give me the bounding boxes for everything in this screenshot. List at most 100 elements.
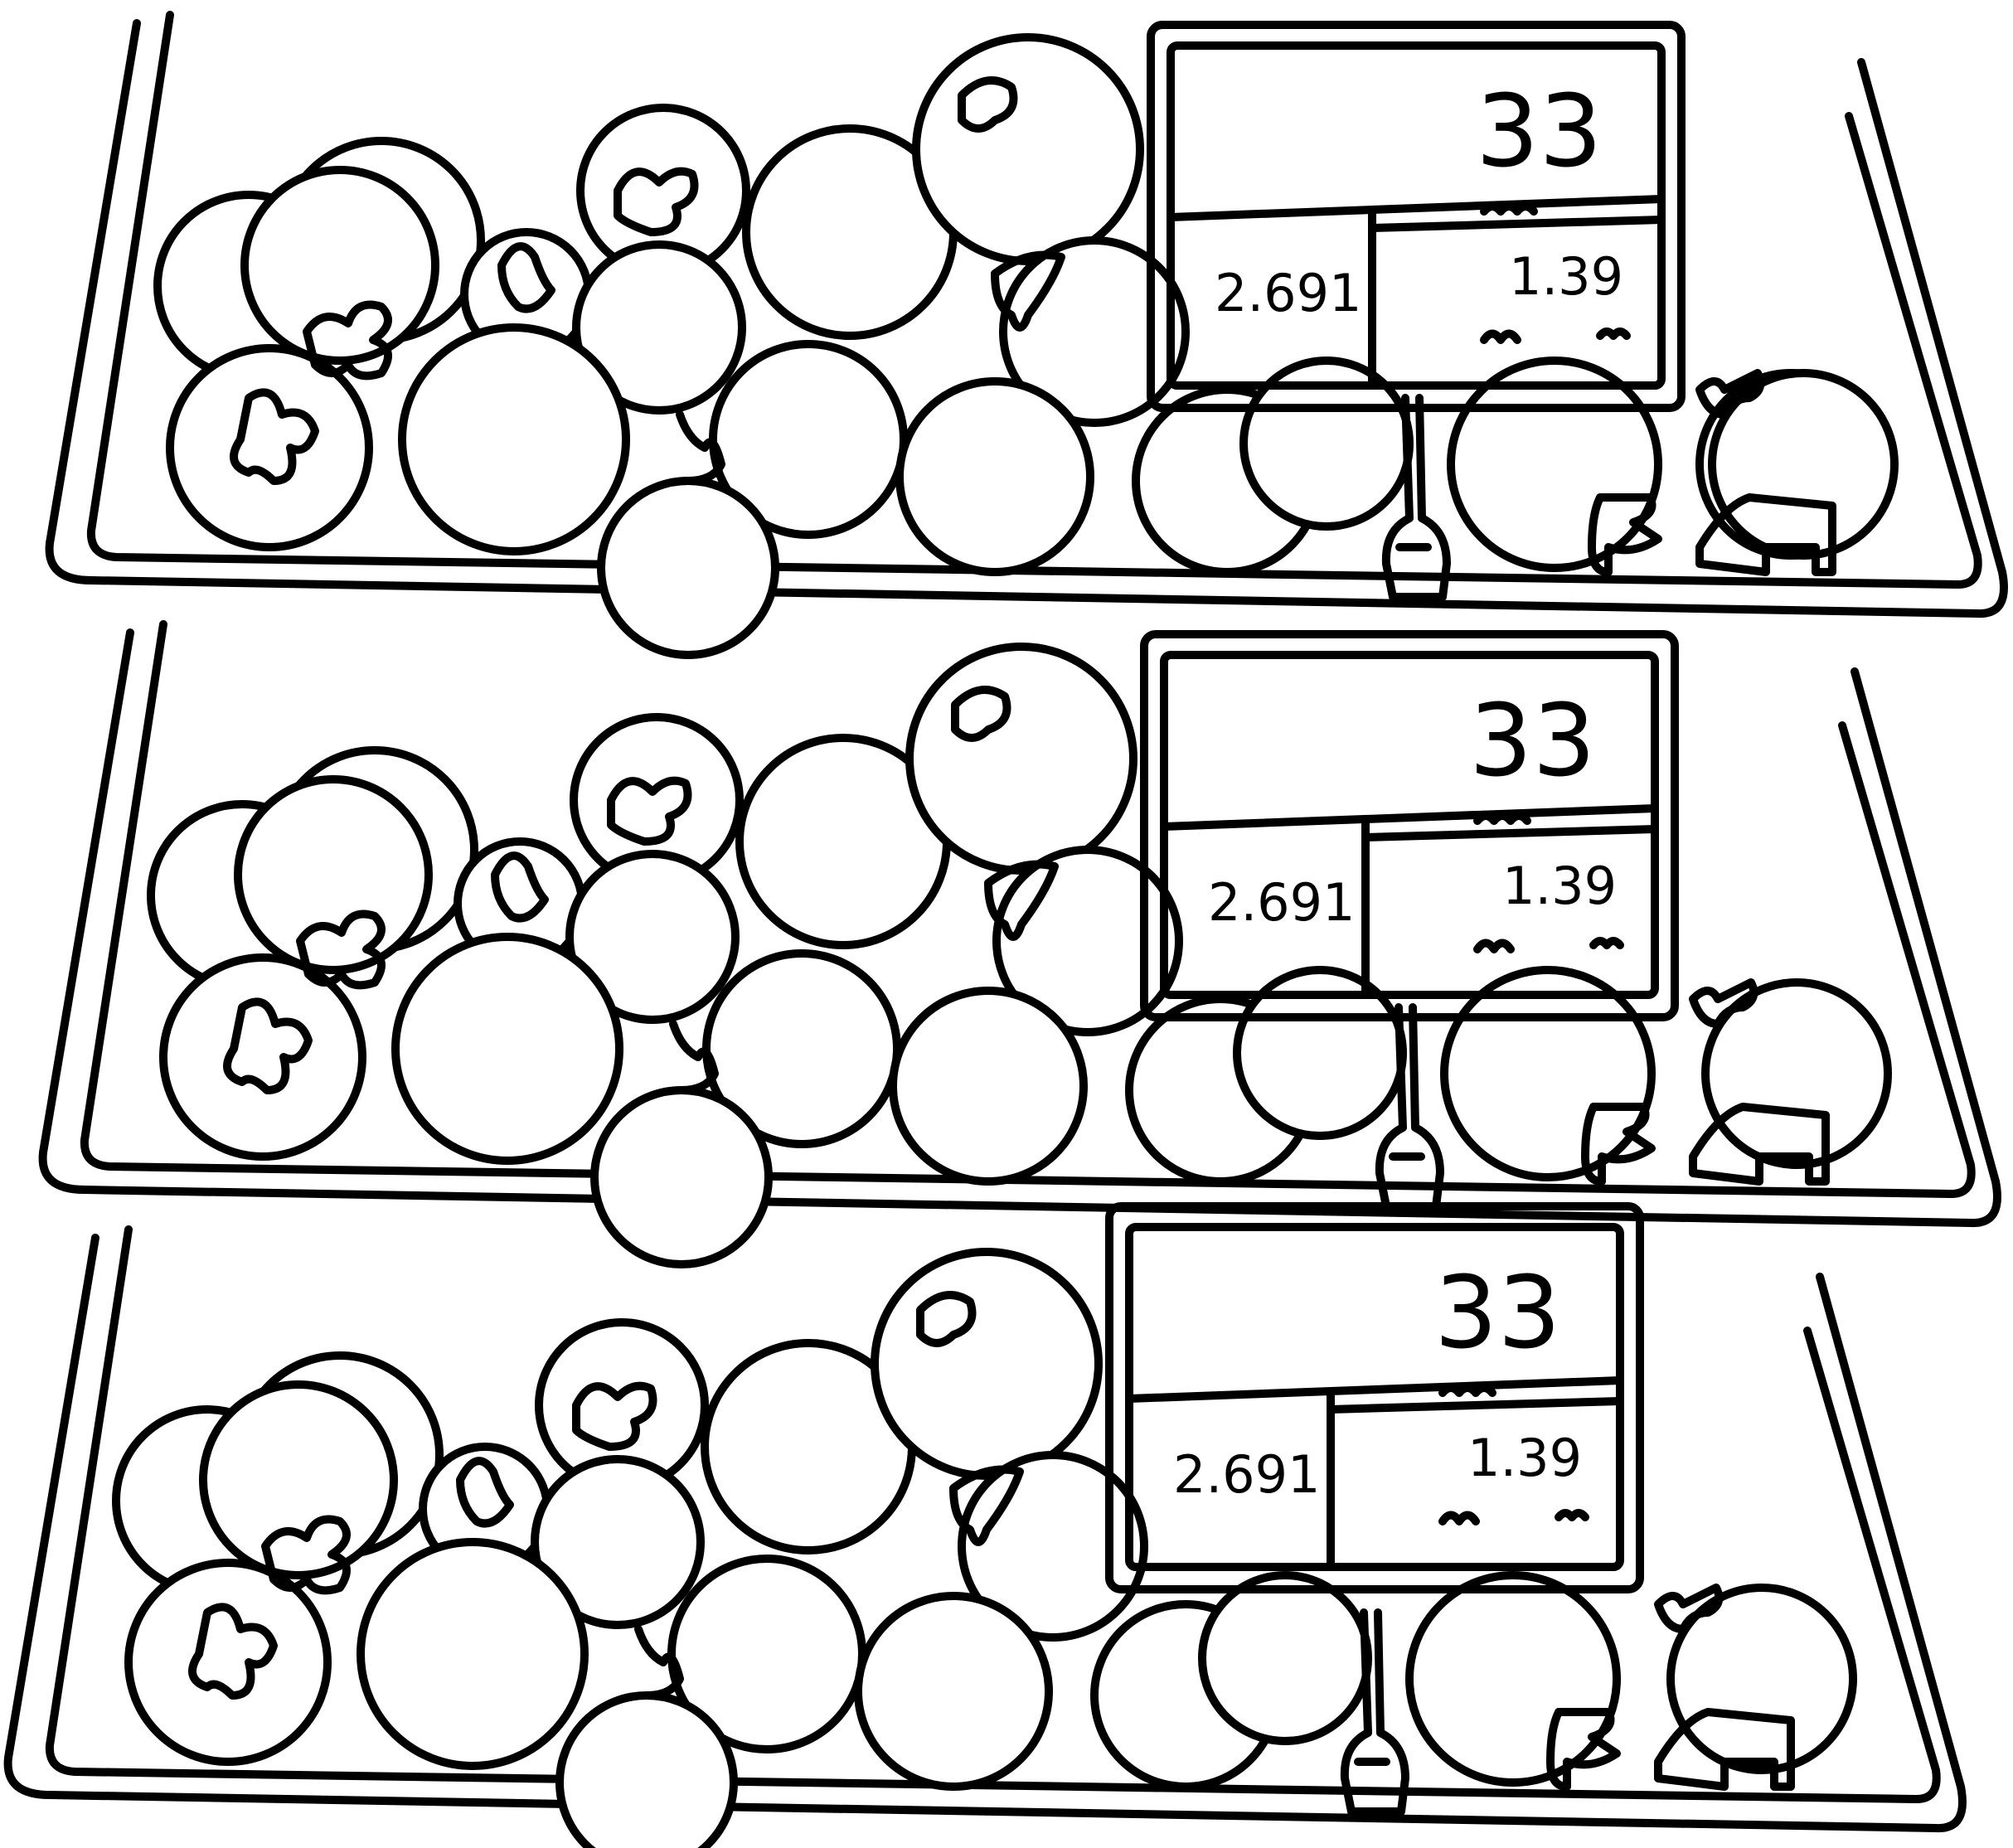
stem: [669, 1020, 719, 1094]
fruit: [199, 1380, 398, 1579]
leaf: [230, 388, 319, 485]
leaf: [949, 1465, 1024, 1546]
fruit: [1440, 966, 1656, 1181]
sign-divider: [1160, 804, 1659, 831]
sign-right-value: 1.39: [1467, 1428, 1582, 1488]
leaf: [1695, 493, 1836, 576]
leaf: [958, 76, 1018, 133]
scribble-mark: [1438, 1384, 1496, 1397]
sign-right-value: 1.39: [1509, 246, 1623, 307]
price-sign: 33 2.691 1.39: [1105, 1202, 1644, 1593]
shelf-3: 33 2.691 1.39: [3, 1202, 1967, 1848]
leaf: [1695, 369, 1765, 419]
leaf: [497, 242, 555, 313]
fruit: [159, 953, 366, 1161]
fruit: [565, 850, 740, 1024]
scribble-mark: [1555, 1509, 1589, 1521]
fruit-pile: [153, 33, 1899, 659]
sign-headline: 33: [1469, 684, 1596, 799]
sign-outer-frame: [1147, 21, 1686, 412]
price-sign: 33 2.691 1.39: [1140, 630, 1679, 1021]
leaf: [296, 909, 386, 990]
leaf: [607, 776, 692, 846]
leaf: [223, 997, 313, 1094]
scribble-mark: [1438, 1511, 1480, 1525]
leaf: [1546, 1708, 1621, 1791]
sign-divider: [1368, 216, 1666, 232]
leaf: [261, 1515, 351, 1595]
fruit: [398, 323, 630, 555]
leaf: [572, 1381, 657, 1451]
shelf-inner-frame: [80, 620, 1976, 1198]
leaf: [188, 1603, 278, 1700]
sign-outer-frame: [1140, 630, 1679, 1021]
shelf-2: 33 2.691 1.39: [38, 620, 2001, 1268]
fruit: [1701, 978, 1892, 1169]
fruit: [555, 1691, 738, 1848]
scribble-mark: [1589, 937, 1624, 949]
fruit: [166, 344, 373, 551]
leaf: [1689, 1103, 1830, 1186]
fruit: [531, 1455, 705, 1629]
sign-right-value: 1.39: [1502, 856, 1617, 916]
fruit-pile: [147, 643, 1892, 1268]
fruit: [1666, 1584, 1857, 1774]
sign-left-value: 2.691: [1208, 872, 1356, 933]
sign-divider: [1327, 1397, 1624, 1414]
fruit-pile: [112, 1248, 1857, 1848]
scribble-mark: [1480, 202, 1538, 216]
fruit: [240, 166, 439, 365]
fruit: [1708, 369, 1899, 560]
stem: [634, 1625, 684, 1700]
stem: [676, 410, 725, 485]
sign-pole: [1340, 1608, 1409, 1816]
fruit: [1198, 1571, 1372, 1745]
shelf-inner-frame: [45, 1225, 1941, 1803]
fruit: [889, 987, 1088, 1186]
sign-divider: [1361, 825, 1659, 842]
leaf: [916, 1291, 977, 1347]
fruit: [1405, 1571, 1621, 1787]
leaf: [1689, 978, 1758, 1028]
fruit: [357, 1538, 589, 1770]
fruit: [391, 933, 623, 1165]
scribble-mark: [1473, 939, 1515, 953]
sign-left-value: 2.691: [1215, 263, 1362, 323]
shelf-1: 33 2.691 1.39: [45, 11, 2008, 659]
leaf: [1654, 1584, 1724, 1633]
fruit: [572, 240, 746, 415]
fruit: [124, 1559, 332, 1766]
leaf: [1654, 1708, 1795, 1791]
leaf: [984, 860, 1059, 941]
shelf-frame: [3, 1234, 1967, 1833]
leaf: [951, 686, 1011, 742]
sign-divider: [1167, 195, 1666, 221]
fruit: [895, 377, 1094, 576]
sign-left-value: 2.691: [1173, 1444, 1321, 1505]
sign-divider: [1125, 1376, 1624, 1403]
price-sign: 33 2.691 1.39: [1147, 21, 1686, 412]
leaf: [991, 250, 1065, 332]
leaf: [1588, 493, 1662, 576]
fruit: [234, 775, 433, 974]
fruit: [597, 477, 779, 659]
scribble-mark: [1596, 327, 1631, 340]
fruit: [912, 33, 1144, 265]
fruit: [1447, 357, 1662, 572]
sign-headline: 33: [1476, 75, 1603, 190]
scribble-mark: [1480, 329, 1521, 344]
leaf: [614, 167, 699, 236]
leaf: [1581, 1103, 1656, 1186]
sign-outer-frame: [1105, 1202, 1644, 1593]
shelf-frame: [38, 628, 2001, 1228]
scribble-mark: [1473, 812, 1531, 825]
sign-headline: 33: [1434, 1256, 1561, 1371]
sign-pole: [1381, 394, 1451, 601]
fruit: [871, 1248, 1103, 1480]
leaf: [303, 300, 392, 381]
leaf: [456, 1457, 514, 1528]
shelf-inner-frame: [86, 11, 1982, 589]
fruit: [590, 1086, 773, 1268]
fruit: [905, 643, 1137, 875]
